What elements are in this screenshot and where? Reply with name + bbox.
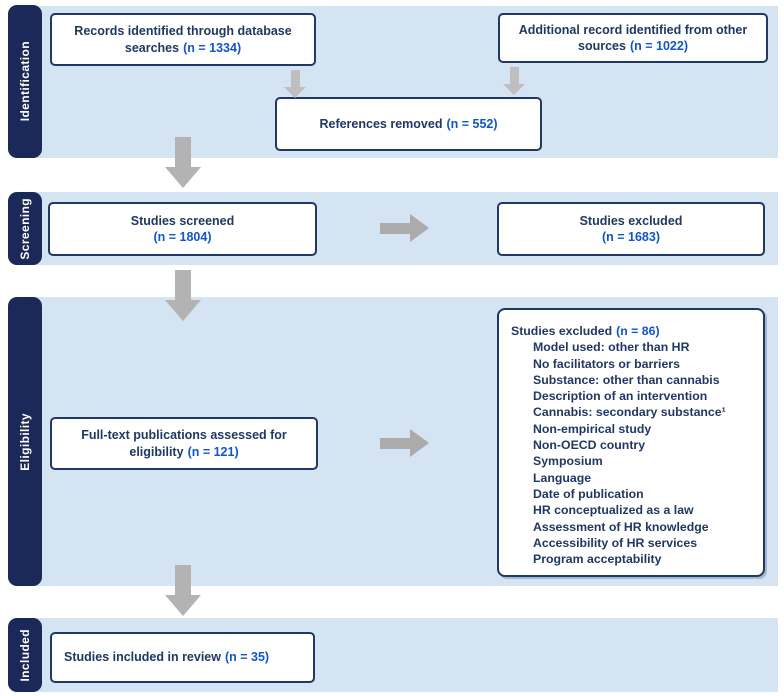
arrow-stem (175, 565, 191, 595)
count-value: (n = 1804) (153, 230, 212, 244)
arrow-head (284, 87, 306, 98)
arrow-additional-to-references-icon (503, 67, 525, 95)
exclusion-reason: Assessment of HR knowledge (533, 519, 709, 534)
exclusion-reason: Accessibility of HR services (533, 535, 698, 550)
count-value: (n = 552) (446, 116, 498, 131)
count-value: (n = 86) (616, 324, 660, 338)
phase-tab-screening: Screening (8, 192, 42, 265)
arrow-fulltext-to-excluded-icon (380, 429, 429, 457)
box-text: Records identified through database sear… (58, 23, 308, 56)
arrow-eligibility-to-included-icon (165, 565, 201, 616)
count-value: (n = 1683) (601, 230, 660, 244)
arrow-stem (380, 222, 410, 234)
exclusion-reason: Substance: other than cannabis (533, 372, 720, 387)
arrow-stem (175, 137, 191, 167)
box-label: Full-text publications assessed for elig… (81, 428, 287, 459)
arrow-head (410, 214, 429, 242)
phase-label: Identification (18, 41, 32, 122)
arrow-stem (509, 67, 519, 84)
box-label: Studies screened (130, 213, 235, 228)
box-text: Full-text publications assessed for elig… (58, 427, 310, 460)
phase-label: Included (18, 628, 32, 682)
box-label: Additional record identified from other … (518, 22, 748, 54)
box-label: References removed (319, 116, 443, 131)
phase-tab-included: Included (8, 618, 42, 692)
box-fulltext-assessed: Full-text publications assessed for elig… (50, 417, 318, 470)
arrow-screening-to-eligibility-icon (165, 270, 201, 321)
exclusion-reason: Non-OECD country (533, 438, 646, 453)
box-records-identified: Records identified through database sear… (50, 13, 316, 66)
count-value: (n = 1334) (183, 40, 242, 55)
arrow-head (165, 595, 201, 616)
box-label: Studies excluded (579, 213, 683, 228)
arrow-identification-to-screening-icon (165, 137, 201, 188)
box-text: Additional record identified from other … (506, 22, 760, 55)
exclusion-reason: HR conceptualized as a law (533, 503, 694, 518)
arrow-stem (175, 270, 191, 300)
exclusion-reason: Symposium (533, 454, 603, 469)
arrow-head (503, 84, 525, 95)
exclusion-reason: Cannabis: secondary substance¹ (533, 405, 726, 420)
exclusion-reason: Date of publication (533, 486, 644, 501)
count-value: (n = 35) (224, 650, 270, 665)
count-value: (n = 121) (187, 444, 239, 459)
box-label: Studies included in review (64, 650, 221, 665)
box-studies-excluded-eligibility: Studies excluded(n = 86) Model used: oth… (497, 308, 765, 577)
arrow-screened-to-excluded-icon (380, 214, 429, 242)
phase-tab-eligibility: Eligibility (8, 297, 42, 586)
arrow-head (165, 300, 201, 321)
exclusion-reason: Description of an intervention (533, 389, 708, 404)
arrow-head (165, 167, 201, 188)
box-studies-included: Studies included in review(n = 35) (50, 632, 315, 683)
phase-tab-identification: Identification (8, 5, 42, 158)
arrow-stem (380, 437, 410, 449)
box-references-removed: References removed(n = 552) (275, 97, 542, 151)
exclusion-reason: Program acceptability (533, 552, 662, 567)
exclusion-reason: Model used: other than HR (533, 340, 690, 355)
exclusion-reason: No facilitators or barriers (533, 356, 680, 371)
box-additional-records: Additional record identified from other … (498, 13, 768, 63)
exclusion-reason: Language (533, 470, 592, 485)
box-studies-excluded-screening: Studies excluded (n = 1683) (497, 202, 765, 256)
exclusion-reason: Non-empirical study (533, 421, 652, 436)
box-header: Studies excluded(n = 86) (511, 323, 660, 339)
box-text: References removed(n = 552) (319, 116, 497, 133)
box-label: Studies excluded (511, 324, 613, 338)
arrow-head (410, 429, 429, 457)
arrow-stem (290, 70, 300, 87)
box-text: Studies included in review(n = 35) (64, 649, 269, 666)
phase-label: Eligibility (18, 412, 32, 471)
arrow-records-to-references-icon (284, 70, 306, 98)
phase-label: Screening (18, 197, 32, 260)
box-studies-screened: Studies screened (n = 1804) (48, 202, 317, 256)
box-label: Records identified through database sear… (74, 24, 292, 55)
count-value: (n = 1022) (629, 39, 688, 53)
